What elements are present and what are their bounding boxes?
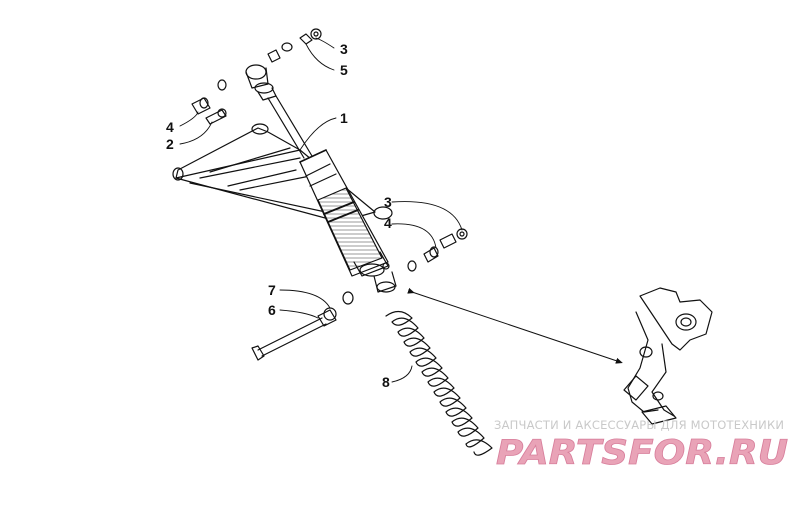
- coil-spring: [385, 310, 493, 456]
- double-arrow: [407, 287, 623, 364]
- callout-3-top: 3: [340, 41, 348, 57]
- callout-4-right: 4: [384, 215, 392, 231]
- callout-7: 7: [268, 282, 276, 298]
- callout-5: 5: [340, 62, 348, 78]
- callout-6: 6: [268, 302, 276, 318]
- shock-absorber: [245, 64, 397, 293]
- right-hardware: [407, 228, 468, 272]
- bolt-assembly: [251, 291, 354, 361]
- leader-lines: [179, 37, 463, 383]
- callout-1: 1: [340, 110, 348, 126]
- callout-4-top: 4: [166, 119, 174, 135]
- callout-2: 2: [166, 136, 174, 152]
- spindle: [623, 287, 713, 425]
- watermark-tagline: ЗАПЧАСТИ И АКСЕССУАРЫ ДЛЯ МОТОТЕХНИКИ: [494, 418, 785, 432]
- callout-3-right: 3: [384, 194, 392, 210]
- watermark-logo-text: PARTSFOR.RU: [496, 433, 788, 472]
- callout-8: 8: [382, 374, 390, 390]
- watermark-logo: PARTSFOR.RU: [496, 433, 789, 472]
- top-hardware: [217, 28, 322, 91]
- a-arm: [172, 123, 393, 223]
- top-spacers: [191, 97, 227, 125]
